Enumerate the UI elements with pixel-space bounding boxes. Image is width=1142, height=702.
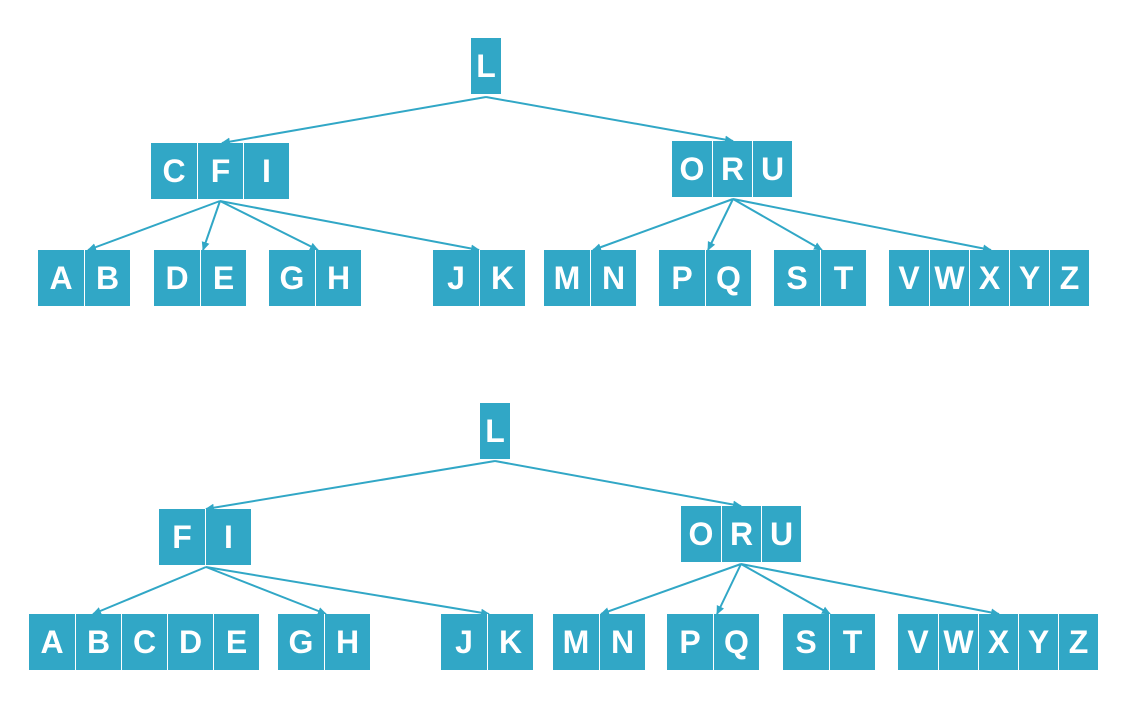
- key-cell: M: [544, 250, 590, 306]
- key-cell: G: [278, 614, 324, 670]
- tree2-leaf-pq: P Q: [667, 614, 759, 670]
- tree1-leaf-jk: J K: [433, 250, 525, 306]
- edge-arrow: [716, 563, 742, 615]
- edge-arrow: [740, 563, 831, 615]
- tree2-leaf-abcde: A B C D E: [29, 614, 259, 670]
- key-cell: E: [200, 250, 246, 306]
- key-cell: M: [553, 614, 599, 670]
- key-cell: S: [783, 614, 829, 670]
- tree1-root-node: L: [471, 38, 501, 94]
- edge-arrow: [221, 96, 487, 146]
- key-cell: D: [154, 250, 200, 306]
- tree2-leaf-gh: G H: [278, 614, 370, 670]
- edge-arrow: [201, 200, 221, 251]
- key-cell: V: [889, 250, 929, 306]
- edge-arrow: [205, 566, 490, 617]
- edge-arrow: [485, 96, 734, 144]
- key-cell: R: [721, 506, 761, 562]
- tree1-leaf-mn: M N: [544, 250, 636, 306]
- key-cell: F: [159, 509, 205, 565]
- tree1-internal-node-cfi: C F I: [151, 143, 289, 199]
- key-cell: W: [938, 614, 978, 670]
- key-cell: L: [480, 403, 510, 459]
- key-cell: O: [672, 141, 712, 197]
- key-cell: G: [269, 250, 315, 306]
- key-cell: I: [205, 509, 251, 565]
- tree2-leaf-vwxyz: V W X Y Z: [898, 614, 1098, 670]
- tree2-leaf-st: S T: [783, 614, 875, 670]
- key-cell: N: [599, 614, 645, 670]
- tree2-internal-node-oru: O R U: [681, 506, 801, 562]
- tree1-leaf-st: S T: [774, 250, 866, 306]
- edge-arrow: [219, 200, 480, 253]
- edge-arrow: [732, 198, 992, 253]
- key-cell: L: [471, 38, 501, 94]
- edge-arrow: [600, 563, 742, 616]
- key-cell: U: [761, 506, 801, 562]
- key-cell: H: [324, 614, 370, 670]
- tree1-leaf-ab: A B: [38, 250, 130, 306]
- tree1-leaf-vwxyz: V W X Y Z: [889, 250, 1089, 306]
- key-cell: K: [479, 250, 525, 306]
- key-cell: V: [898, 614, 938, 670]
- key-cell: F: [197, 143, 243, 199]
- key-cell: Z: [1058, 614, 1098, 670]
- key-cell: Y: [1009, 250, 1049, 306]
- tree1-leaf-gh: G H: [269, 250, 361, 306]
- key-cell: J: [433, 250, 479, 306]
- key-cell: R: [712, 141, 752, 197]
- edge-arrow: [205, 566, 327, 615]
- key-cell: Z: [1049, 250, 1089, 306]
- tree2-leaf-mn: M N: [553, 614, 645, 670]
- key-cell: X: [978, 614, 1018, 670]
- key-cell: S: [774, 250, 820, 306]
- key-cell: B: [75, 614, 121, 670]
- key-cell: C: [151, 143, 197, 199]
- key-cell: Y: [1018, 614, 1058, 670]
- key-cell: C: [121, 614, 167, 670]
- key-cell: A: [38, 250, 84, 306]
- tree2-internal-node-fi: F I: [159, 509, 251, 565]
- tree1-internal-node-oru: O R U: [672, 141, 792, 197]
- key-cell: E: [213, 614, 259, 670]
- edge-arrow: [87, 200, 221, 251]
- key-cell: I: [243, 143, 289, 199]
- tree2-root-node: L: [480, 403, 510, 459]
- key-cell: T: [820, 250, 866, 306]
- edge-arrow: [740, 563, 1000, 617]
- key-cell: Q: [705, 250, 751, 306]
- edge-arrow: [707, 198, 734, 251]
- tree1-leaf-de: D E: [154, 250, 246, 306]
- tree1-leaf-pq: P Q: [659, 250, 751, 306]
- key-cell: K: [487, 614, 533, 670]
- key-cell: H: [315, 250, 361, 306]
- key-cell: J: [441, 614, 487, 670]
- key-cell: D: [167, 614, 213, 670]
- tree2-leaf-jk: J K: [441, 614, 533, 670]
- key-cell: O: [681, 506, 721, 562]
- edge-arrow: [494, 460, 742, 509]
- edge-arrow: [732, 198, 823, 251]
- key-cell: U: [752, 141, 792, 197]
- edge-arrow: [219, 200, 319, 251]
- edge-arrow: [205, 460, 496, 512]
- key-cell: P: [659, 250, 705, 306]
- key-cell: P: [667, 614, 713, 670]
- key-cell: W: [929, 250, 969, 306]
- edge-arrow: [92, 566, 207, 615]
- key-cell: Q: [713, 614, 759, 670]
- key-cell: A: [29, 614, 75, 670]
- key-cell: N: [590, 250, 636, 306]
- edge-arrow: [592, 198, 734, 252]
- key-cell: T: [829, 614, 875, 670]
- key-cell: B: [84, 250, 130, 306]
- key-cell: X: [969, 250, 1009, 306]
